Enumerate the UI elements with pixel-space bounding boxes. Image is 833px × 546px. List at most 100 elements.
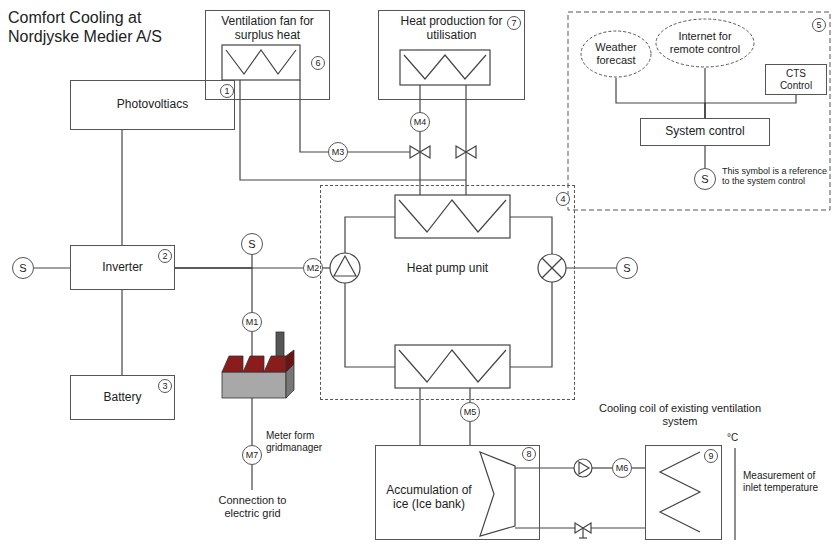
compressor-symbol <box>330 253 360 283</box>
factory-icon <box>222 332 294 398</box>
node-label: S <box>701 173 708 186</box>
symbol-circle: M4 <box>410 112 430 132</box>
connector-line <box>300 100 328 152</box>
symbol-circle: M3 <box>328 142 348 162</box>
callout-number: 7 <box>507 16 521 30</box>
unit-region: Heat pump unit <box>320 185 575 400</box>
heat-exchanger <box>226 50 296 74</box>
cloud-outline <box>656 19 754 67</box>
pipe <box>510 217 552 254</box>
pipe <box>515 527 575 528</box>
pump-symbol <box>579 462 589 474</box>
expansion-valve-symbol <box>538 254 566 282</box>
note-text: °C <box>727 432 747 444</box>
connector-line <box>704 146 705 168</box>
control-region <box>568 12 830 210</box>
valve-symbol <box>420 146 430 158</box>
pipe <box>345 217 395 253</box>
note-text: Meter form gridmanager <box>266 430 346 453</box>
connector-line <box>419 100 420 112</box>
pipe <box>299 80 300 100</box>
symbol-circle: S <box>12 257 34 279</box>
cloud-shape: Internet for remote control <box>655 18 755 68</box>
pipe <box>251 332 252 356</box>
callout-number: 9 <box>704 449 718 463</box>
cloud-shape: Weather forecast <box>580 30 652 78</box>
valve-symbol <box>456 146 466 158</box>
pipe <box>240 80 645 538</box>
symbol-circle: M1 <box>242 312 262 332</box>
node-label: Photovoltiacs <box>117 98 188 112</box>
callout-number: 8 <box>522 447 536 461</box>
connector-line <box>705 95 796 118</box>
pipe <box>419 85 420 100</box>
node-label: M3 <box>332 147 345 157</box>
pipe <box>566 267 616 268</box>
cloud-outline <box>581 31 651 77</box>
expansion-valve-symbol <box>542 258 562 278</box>
node-label: Heat production for utilisation <box>385 15 518 43</box>
expansion-valve-symbol <box>538 254 566 282</box>
coil-box: Cooling coil of existing ventilation sys… <box>595 402 765 542</box>
pipe <box>465 85 466 195</box>
pipe <box>592 467 612 468</box>
pipe <box>251 398 252 445</box>
connector-line <box>121 290 122 375</box>
node-label: S <box>623 262 630 275</box>
process-box: Photovoltiacs <box>70 80 235 130</box>
node-label: Battery <box>103 391 141 405</box>
thermometer-line <box>734 448 735 540</box>
node-label: M5 <box>464 407 477 417</box>
node-label: System control <box>665 125 744 139</box>
connector-line <box>175 268 252 312</box>
note-text: Measurement of inlet temperature <box>743 470 831 493</box>
symbol-circle: S <box>241 233 263 255</box>
process-box: CTS Control <box>765 64 827 95</box>
callout-number: 1 <box>220 84 234 98</box>
heat-exchanger <box>400 50 490 85</box>
valve-symbol <box>583 523 591 533</box>
pipe <box>348 151 410 152</box>
node-label: M7 <box>246 450 259 460</box>
callout-number: 5 <box>812 18 826 32</box>
pipe <box>345 283 395 367</box>
node-label: Cooling coil of existing ventilation sys… <box>595 402 765 427</box>
valve-symbol <box>410 146 420 158</box>
node-label: Weather forecast <box>587 41 645 66</box>
connector-line <box>632 467 645 468</box>
pipe <box>579 537 587 538</box>
node-label: Ventilation fan for surplus heat <box>212 15 323 43</box>
expansion-valve-symbol <box>542 258 562 278</box>
node-label: Accumulation of ice (Ice bank) <box>386 484 472 512</box>
node-label: Heat pump unit <box>407 262 488 276</box>
callout-number: 6 <box>311 56 325 70</box>
symbol-circle: M7 <box>242 445 262 465</box>
thermometer-line <box>734 448 735 540</box>
heat-exchanger <box>222 45 300 80</box>
pipe <box>240 80 466 180</box>
node-label: M1 <box>246 317 259 327</box>
factory-icon <box>222 372 286 398</box>
pipe <box>510 282 552 367</box>
node-label: M2 <box>307 263 320 273</box>
symbol-circle: M6 <box>612 458 632 478</box>
node-label: Inverter <box>102 261 143 275</box>
heat-exchanger <box>222 45 700 536</box>
factory-icon <box>264 356 286 372</box>
pipe <box>515 467 574 468</box>
connector-line <box>121 130 122 245</box>
callout-number: 3 <box>158 379 172 393</box>
note-text: This symbol is a reference to the system… <box>722 166 828 187</box>
node-label: M6 <box>616 463 629 473</box>
node-label: CTS Control <box>771 68 821 91</box>
node-label: S <box>19 262 26 275</box>
compressor-symbol <box>330 253 360 283</box>
diagram-title: Comfort Cooling at Nordjyske Medier A/S <box>8 8 198 46</box>
pipe <box>469 422 470 445</box>
pipe <box>323 267 330 268</box>
valve-symbol <box>466 146 476 158</box>
heat-exchanger <box>480 452 515 536</box>
heat-exchanger <box>660 452 700 532</box>
valve-symbol <box>410 146 591 533</box>
